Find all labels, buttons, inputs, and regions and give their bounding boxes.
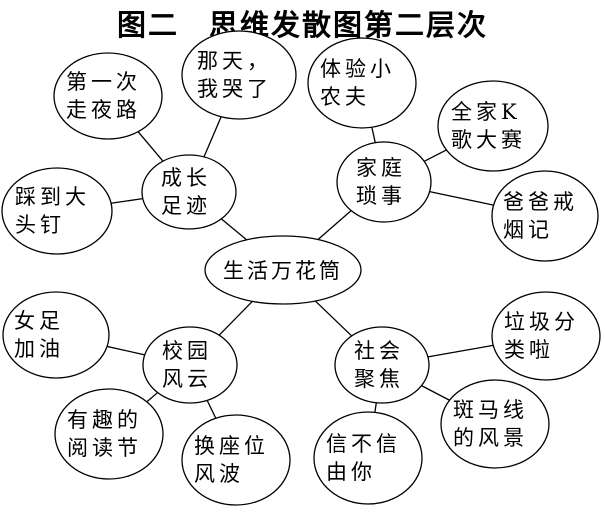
leaf-node-text-line: 风波 — [194, 462, 244, 486]
figure-label: 图二 — [116, 8, 179, 42]
branch-to-leaf-edge — [146, 392, 159, 403]
leaf-node-text-line: 信不信 — [326, 432, 401, 456]
branch-to-leaf-edge — [137, 131, 164, 162]
branch-node-text-line: 琐事 — [356, 184, 406, 208]
branch-node-text-line: 聚焦 — [354, 367, 404, 391]
leaf-node-ellipse — [437, 80, 549, 172]
branch-to-leaf-edge — [423, 149, 447, 162]
leaf-node-text-line: 换座位 — [194, 434, 269, 458]
center-to-branch-edge — [314, 300, 353, 337]
leaf-node-text-line: 体验小 — [320, 57, 395, 81]
branch-node-text-line: 成长 — [161, 166, 211, 190]
leaf-node-text-line: 头钉 — [15, 213, 65, 237]
branch-node-ellipse — [336, 141, 432, 223]
center-node: 生活万花筒 — [204, 235, 362, 305]
leaf-node-ellipse — [53, 52, 163, 140]
branch-node-ellipse — [141, 154, 237, 230]
leaf-node-text-line: 斑马线 — [453, 398, 528, 422]
leaf-node-text-line: 垃圾分 — [504, 310, 579, 334]
center-node-ellipse — [204, 235, 362, 305]
leaf-node: 全家K 歌大赛 — [437, 80, 549, 172]
branch-to-leaf-edge — [374, 402, 377, 413]
branch-node-text-line: 风云 — [162, 367, 212, 391]
branch-node-ellipse — [142, 326, 238, 404]
leaf-node-ellipse — [491, 291, 601, 381]
branch-to-leaf-edge — [203, 116, 222, 158]
leaf-node-text-line: 第一次 — [66, 70, 141, 94]
leaf-node-ellipse — [491, 170, 599, 262]
branch-to-leaf-edge — [110, 198, 143, 204]
center-node-label: 生活万花筒 — [223, 259, 343, 283]
branch-node-text-line: 社会 — [354, 339, 404, 363]
center-to-branch-edge — [317, 210, 352, 241]
leaf-node-ellipse — [1, 167, 113, 255]
branch-to-leaf-edge — [371, 127, 376, 143]
branch-node-text-line: 家庭 — [356, 156, 406, 180]
leaf-node-text-line: 女足 — [14, 309, 64, 333]
branch-to-leaf-edge — [206, 400, 217, 419]
leaf-node-ellipse — [54, 388, 164, 480]
leaf-node-text-line: 那天， — [197, 49, 272, 73]
leaf-node-text-line: 爸爸戒 — [503, 190, 578, 214]
leaf-node-text-line: 走夜路 — [66, 98, 141, 122]
leaf-node-text-line: 的风景 — [453, 426, 528, 450]
leaf-node-ellipse — [440, 379, 550, 469]
leaf-node-ellipse — [313, 411, 423, 505]
branch-to-leaf-edge — [106, 345, 145, 356]
leaf-node-text-line: 有趣的 — [67, 408, 142, 432]
leaf-node-text-line: 加油 — [14, 337, 64, 361]
leaf-node-text-line: 踩到大 — [15, 185, 90, 209]
leaf-node-text-line: 歌大赛 — [451, 128, 526, 152]
leaf-node-text-line: 由你 — [326, 460, 376, 484]
branch-to-leaf-edge — [427, 344, 494, 358]
branch-to-leaf-edge — [429, 190, 494, 206]
leaf-node-ellipse — [181, 30, 297, 120]
leaf-node: 那天， 我哭了 — [181, 30, 297, 120]
leaf-node-ellipse — [307, 37, 417, 129]
leaf-node-text-line: 农夫 — [320, 85, 370, 109]
leaf-node-text-line: 全家K — [451, 100, 521, 124]
branch-node-ellipse — [334, 326, 430, 404]
branch-node-text-line: 校园 — [162, 339, 212, 363]
leaf-node-text-line: 类啦 — [504, 338, 554, 362]
leaf-node-ellipse — [2, 291, 110, 379]
branch-node-text-line: 足迹 — [161, 194, 211, 218]
leaf-node-text-line: 烟记 — [503, 218, 553, 242]
branch-to-leaf-edge — [421, 385, 450, 401]
leaf-node-text-line: 阅读节 — [67, 436, 142, 460]
leaf-node-text-line: 我哭了 — [197, 77, 272, 101]
leaf-node-ellipse — [181, 414, 291, 506]
center-to-branch-edge — [220, 218, 248, 241]
center-to-branch-edge — [218, 300, 253, 336]
